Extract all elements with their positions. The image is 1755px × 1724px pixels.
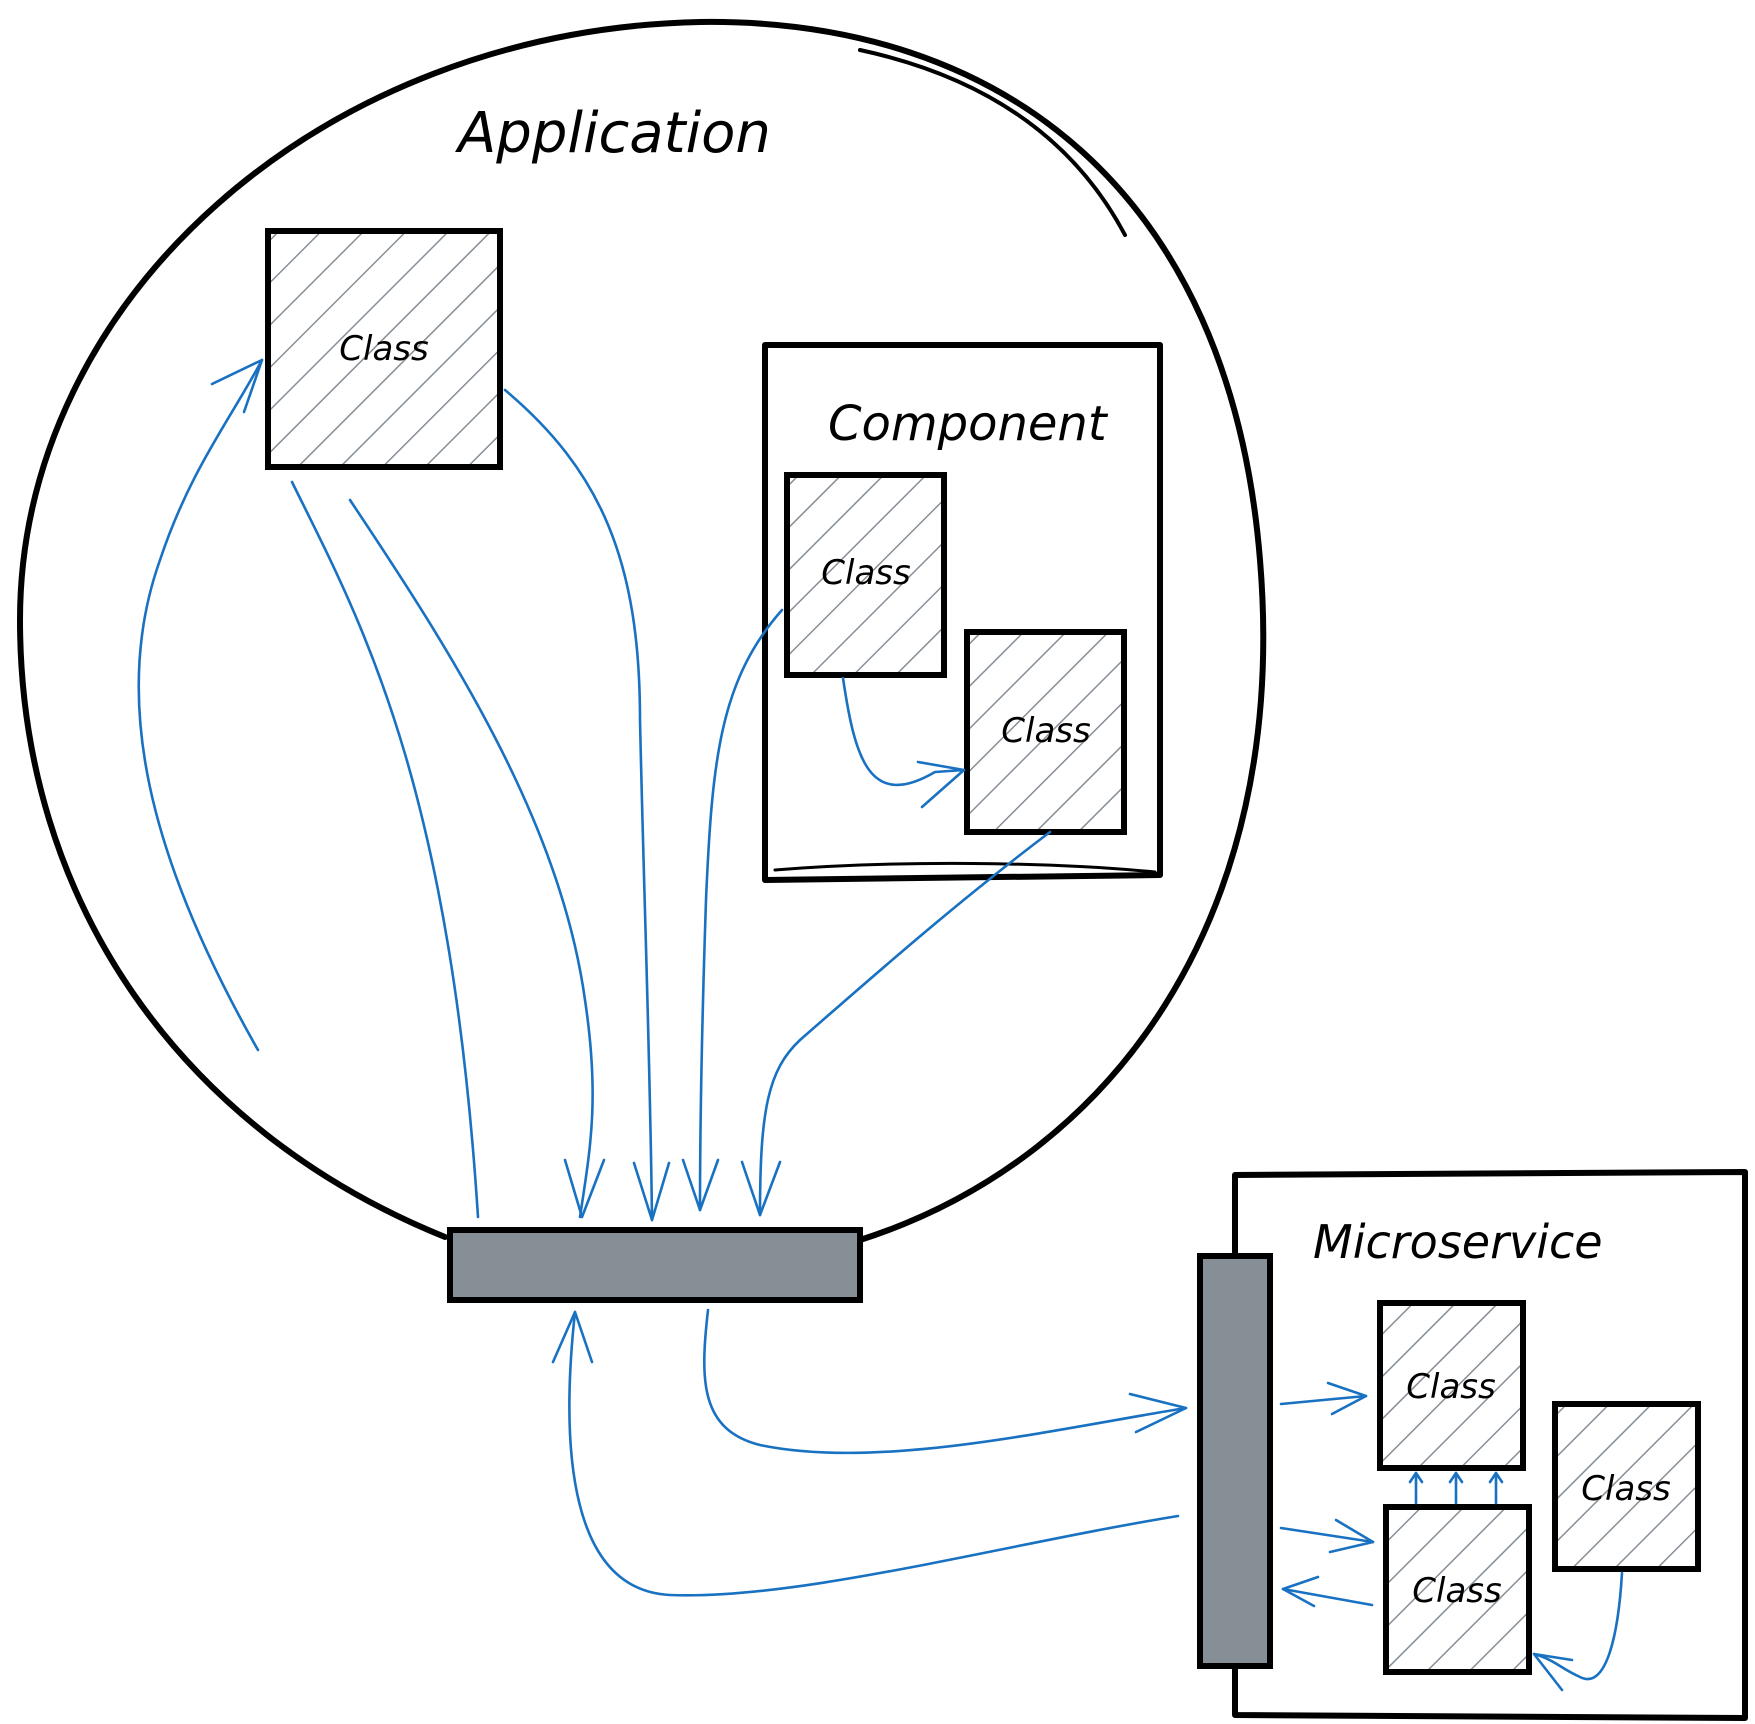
arrowhead — [740, 1160, 782, 1217]
microservice-title: Microservice — [1313, 1215, 1603, 1269]
class-label: Class — [1406, 1367, 1495, 1407]
connector-arrow — [503, 388, 654, 1222]
arrowhead — [1326, 1381, 1368, 1416]
class-label: Class — [1001, 711, 1090, 751]
connectors — [137, 358, 1624, 1692]
class-box-component-2: Class — [964, 629, 1127, 835]
arrowhead — [210, 358, 264, 414]
application-interface-bar — [447, 1227, 863, 1303]
arrowhead — [681, 1158, 720, 1212]
connector-arrow — [703, 1308, 1188, 1455]
class-box-microservice-top: Class — [1377, 1300, 1526, 1471]
arrowhead — [1408, 1471, 1424, 1484]
connector-arrow — [1281, 1587, 1374, 1607]
connector-arrow — [348, 498, 594, 1219]
class-label: Class — [1581, 1469, 1670, 1509]
arrowhead — [551, 1310, 594, 1364]
component-title: Component — [828, 396, 1109, 452]
connector-line — [290, 480, 480, 1219]
arrowhead — [916, 760, 966, 809]
arrowhead — [1281, 1575, 1320, 1608]
class-label: Class — [1412, 1571, 1501, 1611]
class-box-application: Class — [265, 228, 503, 470]
connector-arrow — [758, 830, 1052, 1217]
arrowhead — [1532, 1652, 1574, 1692]
arrowhead — [1448, 1471, 1464, 1484]
connector-arrow — [1279, 1526, 1375, 1544]
component-boundary — [762, 342, 1163, 883]
connector-arrow — [568, 1310, 1180, 1597]
arrowhead — [1128, 1392, 1188, 1434]
arrowhead — [1328, 1518, 1375, 1554]
microservice-interface-bar — [1197, 1253, 1273, 1669]
class-box-component-1: Class — [784, 472, 947, 678]
class-label: Class — [821, 553, 910, 593]
arrowhead — [1488, 1471, 1504, 1484]
arrowhead — [563, 1158, 606, 1219]
connector-arrow — [841, 676, 966, 786]
class-label: Class — [339, 329, 428, 369]
connector-arrow — [1532, 1571, 1624, 1681]
connector-arrow — [1279, 1394, 1368, 1406]
arrowhead — [632, 1161, 671, 1222]
connector-arrow — [698, 608, 784, 1212]
application-title: Application — [455, 101, 771, 166]
application-boundary — [17, 18, 1267, 1243]
class-box-microservice-right: Class — [1552, 1401, 1701, 1572]
connector-arrow — [137, 358, 264, 1052]
class-box-microservice-bottom: Class — [1383, 1504, 1532, 1675]
